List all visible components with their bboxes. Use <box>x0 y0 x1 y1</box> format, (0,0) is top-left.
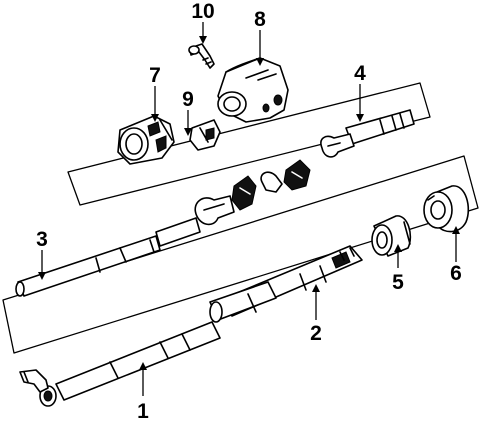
housing-part-8 <box>217 57 289 123</box>
callout-5: 5 <box>392 271 404 294</box>
callout-2: 2 <box>310 322 322 345</box>
callout-8: 8 <box>254 8 266 31</box>
callout-3: 3 <box>36 228 48 251</box>
end-cap-part-6 <box>423 185 470 233</box>
lower-shaft-part-1 <box>19 321 221 407</box>
callout-1: 1 <box>137 400 149 423</box>
callout-10: 10 <box>191 0 214 23</box>
upper-shaft-part-4 <box>320 109 415 158</box>
universal-joint-spider-right <box>283 159 311 191</box>
callout-9: 9 <box>182 88 194 111</box>
callout-4: 4 <box>354 62 366 85</box>
lower-assembly-frame <box>2 155 479 354</box>
upper-assembly-frame <box>67 82 431 206</box>
callout-6: 6 <box>450 262 462 285</box>
bearing-sleeve-part-5 <box>371 215 412 257</box>
universal-joint-yoke-middle <box>260 171 283 193</box>
jacket-tube-part-2 <box>209 245 363 323</box>
callout-7: 7 <box>149 64 161 87</box>
intermediate-shaft-part-3 <box>15 195 235 297</box>
lock-cylinder-part-7 <box>117 115 175 165</box>
clip-part-9 <box>189 119 221 151</box>
bolt-part-10 <box>188 43 215 69</box>
universal-joint-spider-left <box>231 175 257 211</box>
